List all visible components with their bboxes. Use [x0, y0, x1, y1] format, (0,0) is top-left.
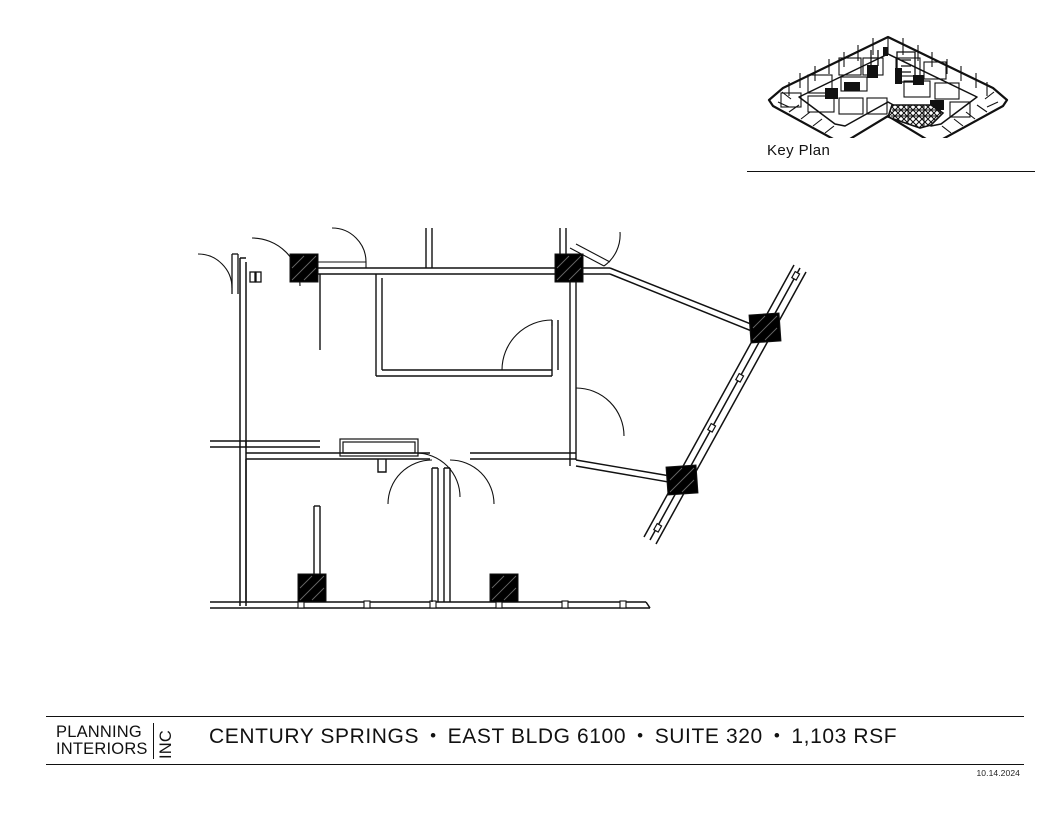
separator-1: •: [430, 726, 437, 745]
building-name: EAST BLDG 6100: [447, 725, 627, 748]
key-plan-drawing: [767, 35, 1009, 138]
key-plan-partitions: [768, 37, 1008, 134]
key-plan-underline: [747, 171, 1035, 172]
key-plan-caption: Key Plan: [767, 142, 831, 159]
rentable-area: 1,103 RSF: [791, 725, 898, 748]
firm-logo: PLANNING INTERIORS INC: [56, 723, 175, 759]
separator-3: •: [773, 726, 781, 745]
firm-logo-line1: PLANNING: [56, 722, 142, 741]
key-plan-block: Key Plan: [745, 20, 1035, 180]
revision-date: 10.14.2024: [976, 768, 1020, 778]
separator-2: •: [637, 726, 644, 745]
structural-columns: [289, 253, 782, 603]
key-plan-core-detail: [870, 50, 916, 83]
firm-logo-divider: [152, 723, 154, 759]
key-plan-shafts: [825, 47, 944, 110]
firm-logo-line2: INTERIORS: [56, 740, 148, 758]
shell-walls: [210, 257, 807, 609]
project-name: CENTURY SPRINGS: [209, 725, 420, 748]
casework-counter: [339, 438, 419, 457]
key-plan-highlight-suite: [886, 104, 945, 129]
title-block-bottom-rule: [46, 764, 1024, 765]
title-block: PLANNING INTERIORS INC CENTURY SPRINGS • E…: [46, 716, 1024, 786]
firm-logo-words: PLANNING INTERIORS: [56, 723, 148, 759]
suite-number: SUITE 320: [654, 725, 763, 748]
firm-logo-inc: INC: [156, 729, 175, 759]
south-wall-mullions: [297, 600, 627, 609]
floor-plan-drawing: [197, 227, 807, 609]
project-info-line: CENTURY SPRINGS • EAST BLDG 6100 • SUITE 320…: [209, 725, 897, 749]
title-block-top-rule: [46, 716, 1024, 717]
interior-partitions: [210, 228, 683, 602]
